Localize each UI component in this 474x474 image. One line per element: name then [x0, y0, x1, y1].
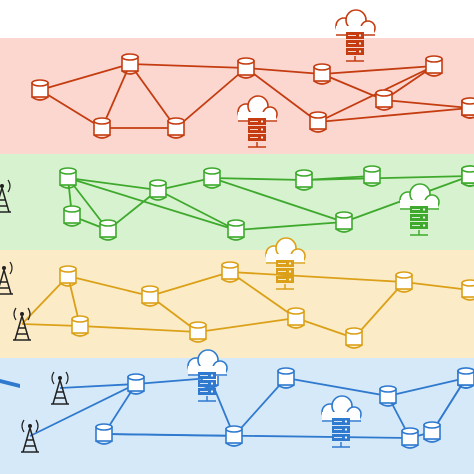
link-r3-r4	[129, 63, 177, 129]
database-icon	[375, 89, 393, 111]
link-r2-r3	[101, 63, 131, 129]
database-icon	[225, 425, 243, 447]
database-icon	[363, 165, 381, 187]
database-icon	[313, 63, 331, 85]
database-icon	[461, 97, 474, 119]
database-icon	[71, 315, 89, 337]
link-r4-r5	[175, 67, 247, 129]
database-icon	[395, 271, 413, 293]
database-icon	[221, 261, 239, 283]
cloud-server-icon	[187, 349, 228, 402]
link-b1-b3	[135, 377, 211, 385]
link-b1-bt2	[29, 383, 137, 437]
link-r6-r8	[321, 65, 435, 75]
database-icon	[189, 321, 207, 343]
database-icon	[457, 367, 474, 389]
tower-icon	[0, 179, 11, 213]
link-r1-r2	[39, 89, 103, 129]
link-y8-y9	[403, 281, 471, 291]
link-y7-y8	[353, 281, 405, 339]
layer-4-band	[0, 358, 474, 474]
cloud-server-icon	[237, 95, 278, 148]
tower-icon	[51, 371, 69, 405]
link-g5-g9	[211, 177, 345, 223]
link-r3-r5	[129, 63, 247, 69]
tower-icon	[0, 261, 13, 295]
database-icon	[295, 169, 313, 191]
database-icon	[59, 265, 77, 287]
database-icon	[141, 285, 159, 307]
laptop-icon	[0, 379, 20, 388]
link-y5-y8	[229, 271, 405, 283]
database-icon	[63, 205, 81, 227]
cloud-server-icon	[399, 183, 440, 236]
link-g4-g8	[157, 189, 237, 231]
link-y5-y6	[229, 271, 297, 319]
tower-icon	[21, 419, 39, 453]
cloud-server-icon	[335, 9, 376, 62]
layer-1-band	[0, 38, 474, 154]
link-g3-g8	[67, 177, 237, 231]
link-b4-b5	[233, 377, 287, 437]
database-icon	[127, 373, 145, 395]
database-icon	[149, 179, 167, 201]
database-icon	[167, 117, 185, 139]
link-y6-y7	[295, 317, 355, 339]
database-icon	[401, 427, 419, 449]
database-icon	[31, 79, 49, 101]
database-icon	[203, 167, 221, 189]
link-y2-yt2	[21, 323, 81, 327]
cloud-server-icon	[265, 237, 306, 290]
database-icon	[335, 211, 353, 233]
link-bt1-b1	[59, 383, 137, 389]
database-icon	[423, 421, 441, 443]
link-y4-y6	[197, 317, 297, 333]
database-icon	[121, 53, 139, 75]
link-g5-g6	[211, 177, 305, 181]
link-g8-g9	[235, 221, 345, 231]
link-y2-y4	[79, 325, 199, 333]
link-b7-b8	[387, 377, 467, 397]
link-b2-b6	[103, 433, 411, 439]
database-icon	[99, 219, 117, 241]
link-y1-y3	[67, 275, 151, 297]
link-y3-y5	[149, 271, 231, 297]
link-b5-b7	[285, 377, 389, 397]
database-icon	[287, 307, 305, 329]
database-icon	[379, 385, 397, 407]
database-icon	[93, 117, 111, 139]
cloud-server-icon	[321, 395, 362, 448]
database-icon	[461, 279, 474, 301]
link-g6-g10	[303, 175, 471, 181]
link-r5-r9	[245, 67, 319, 123]
database-icon	[425, 55, 443, 77]
database-icon	[309, 111, 327, 133]
database-icon	[95, 423, 113, 445]
database-icon	[59, 167, 77, 189]
database-icon	[461, 165, 474, 187]
link-r7-r10	[383, 99, 471, 109]
database-icon	[237, 57, 255, 79]
database-icon	[227, 219, 245, 241]
link-g4-g5	[157, 177, 213, 191]
database-icon	[345, 327, 363, 349]
link-r5-r6	[245, 67, 323, 75]
database-icon	[277, 367, 295, 389]
link-r9-r10	[317, 107, 471, 123]
link-g3-g4	[67, 177, 159, 191]
tower-icon	[13, 307, 31, 341]
link-r1-r3	[39, 63, 131, 91]
